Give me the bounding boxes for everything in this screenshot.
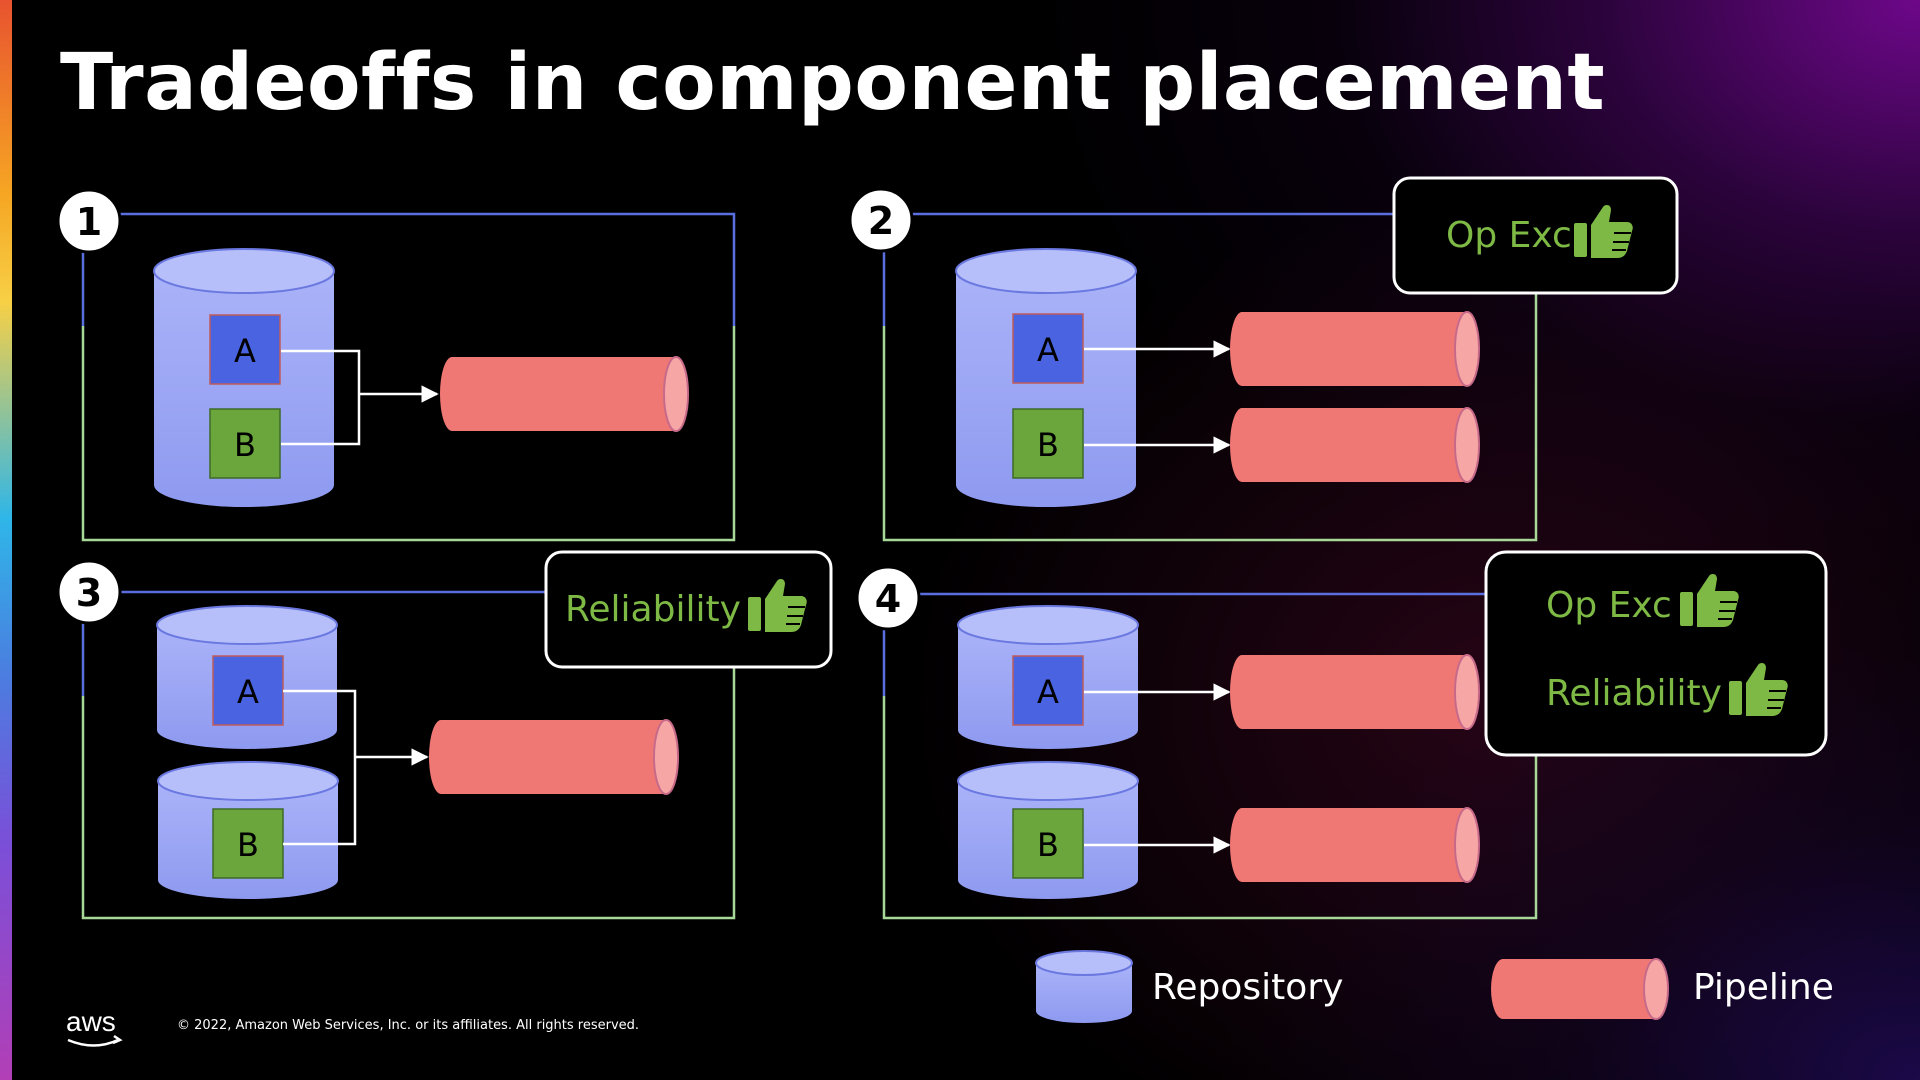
number-badge: 3 xyxy=(56,559,122,625)
component-b: B xyxy=(1012,808,1084,879)
scenario-3-frame-bottom xyxy=(81,667,736,920)
accent-bar xyxy=(0,0,12,1080)
scenario-3: 3 A B xyxy=(56,550,833,920)
svg-text:B: B xyxy=(234,426,256,464)
svg-text:Op Exc: Op Exc xyxy=(1546,585,1672,626)
number-badge: 1 xyxy=(56,188,122,254)
legend-pipeline: Pipeline xyxy=(1491,958,1834,1020)
merge-connector xyxy=(281,349,361,446)
svg-text:Repository: Repository xyxy=(1152,967,1343,1008)
legend: Repository Pipeline xyxy=(1035,950,1834,1023)
scenario-2: 2 A B xyxy=(848,176,1679,542)
slide-title: Tradeoffs in component placement xyxy=(60,38,1606,128)
badge-op-exc: Op Exc xyxy=(1392,176,1679,295)
svg-text:Reliability: Reliability xyxy=(565,589,741,630)
svg-text:A: A xyxy=(1037,673,1059,711)
repository-cylinder xyxy=(955,248,1137,507)
pipeline xyxy=(1230,407,1480,483)
horizontal-cylinder-icon xyxy=(1491,959,1656,1019)
scenario-4: 4 A B xyxy=(855,550,1828,920)
copyright: © 2022, Amazon Web Services, Inc. or its… xyxy=(177,1018,640,1033)
legend-repository: Repository xyxy=(1035,950,1343,1023)
merge-connector xyxy=(283,689,357,846)
svg-text:A: A xyxy=(234,332,256,370)
aws-logo: aws xyxy=(64,1003,126,1053)
cylinder-icon xyxy=(1036,963,1132,1023)
number-badge: 2 xyxy=(848,187,914,253)
component-b: B xyxy=(1012,408,1084,479)
svg-text:A: A xyxy=(1037,331,1059,369)
pipeline xyxy=(429,719,679,795)
svg-text:B: B xyxy=(1037,426,1059,464)
svg-text:B: B xyxy=(1037,826,1059,864)
scenario-1-frame-top xyxy=(83,212,736,326)
svg-text:A: A xyxy=(237,673,259,711)
scenario-number: 4 xyxy=(875,577,901,621)
pipeline xyxy=(1230,311,1480,387)
svg-text:Reliability: Reliability xyxy=(1546,673,1722,714)
component-a: A xyxy=(209,314,281,385)
scenario-number: 3 xyxy=(76,571,102,615)
badge-op-exc-reliability: Op Exc Reliability xyxy=(1484,550,1828,757)
scenario-1-frame-bottom xyxy=(81,326,736,542)
scenario-number: 2 xyxy=(868,199,894,243)
scenario-number: 1 xyxy=(76,200,102,244)
component-b: B xyxy=(212,808,284,879)
component-b: B xyxy=(209,408,281,479)
svg-text:B: B xyxy=(237,826,259,864)
pipeline xyxy=(440,356,689,432)
repository-cylinder xyxy=(153,248,335,507)
number-badge: 4 xyxy=(855,565,921,631)
component-a: A xyxy=(1012,655,1084,726)
svg-text:Pipeline: Pipeline xyxy=(1693,967,1834,1008)
svg-text:aws: aws xyxy=(66,1006,116,1037)
badge-reliability: Reliability xyxy=(544,550,833,669)
pipeline xyxy=(1230,654,1480,730)
svg-text:Op Exc: Op Exc xyxy=(1446,215,1572,256)
pipeline xyxy=(1230,807,1480,883)
scenario-4-frame-bottom xyxy=(882,696,1538,920)
scenario-2-frame-bottom xyxy=(882,292,1538,542)
component-a: A xyxy=(212,655,284,726)
scenario-1: 1 A B xyxy=(56,188,736,542)
component-a: A xyxy=(1012,313,1084,384)
